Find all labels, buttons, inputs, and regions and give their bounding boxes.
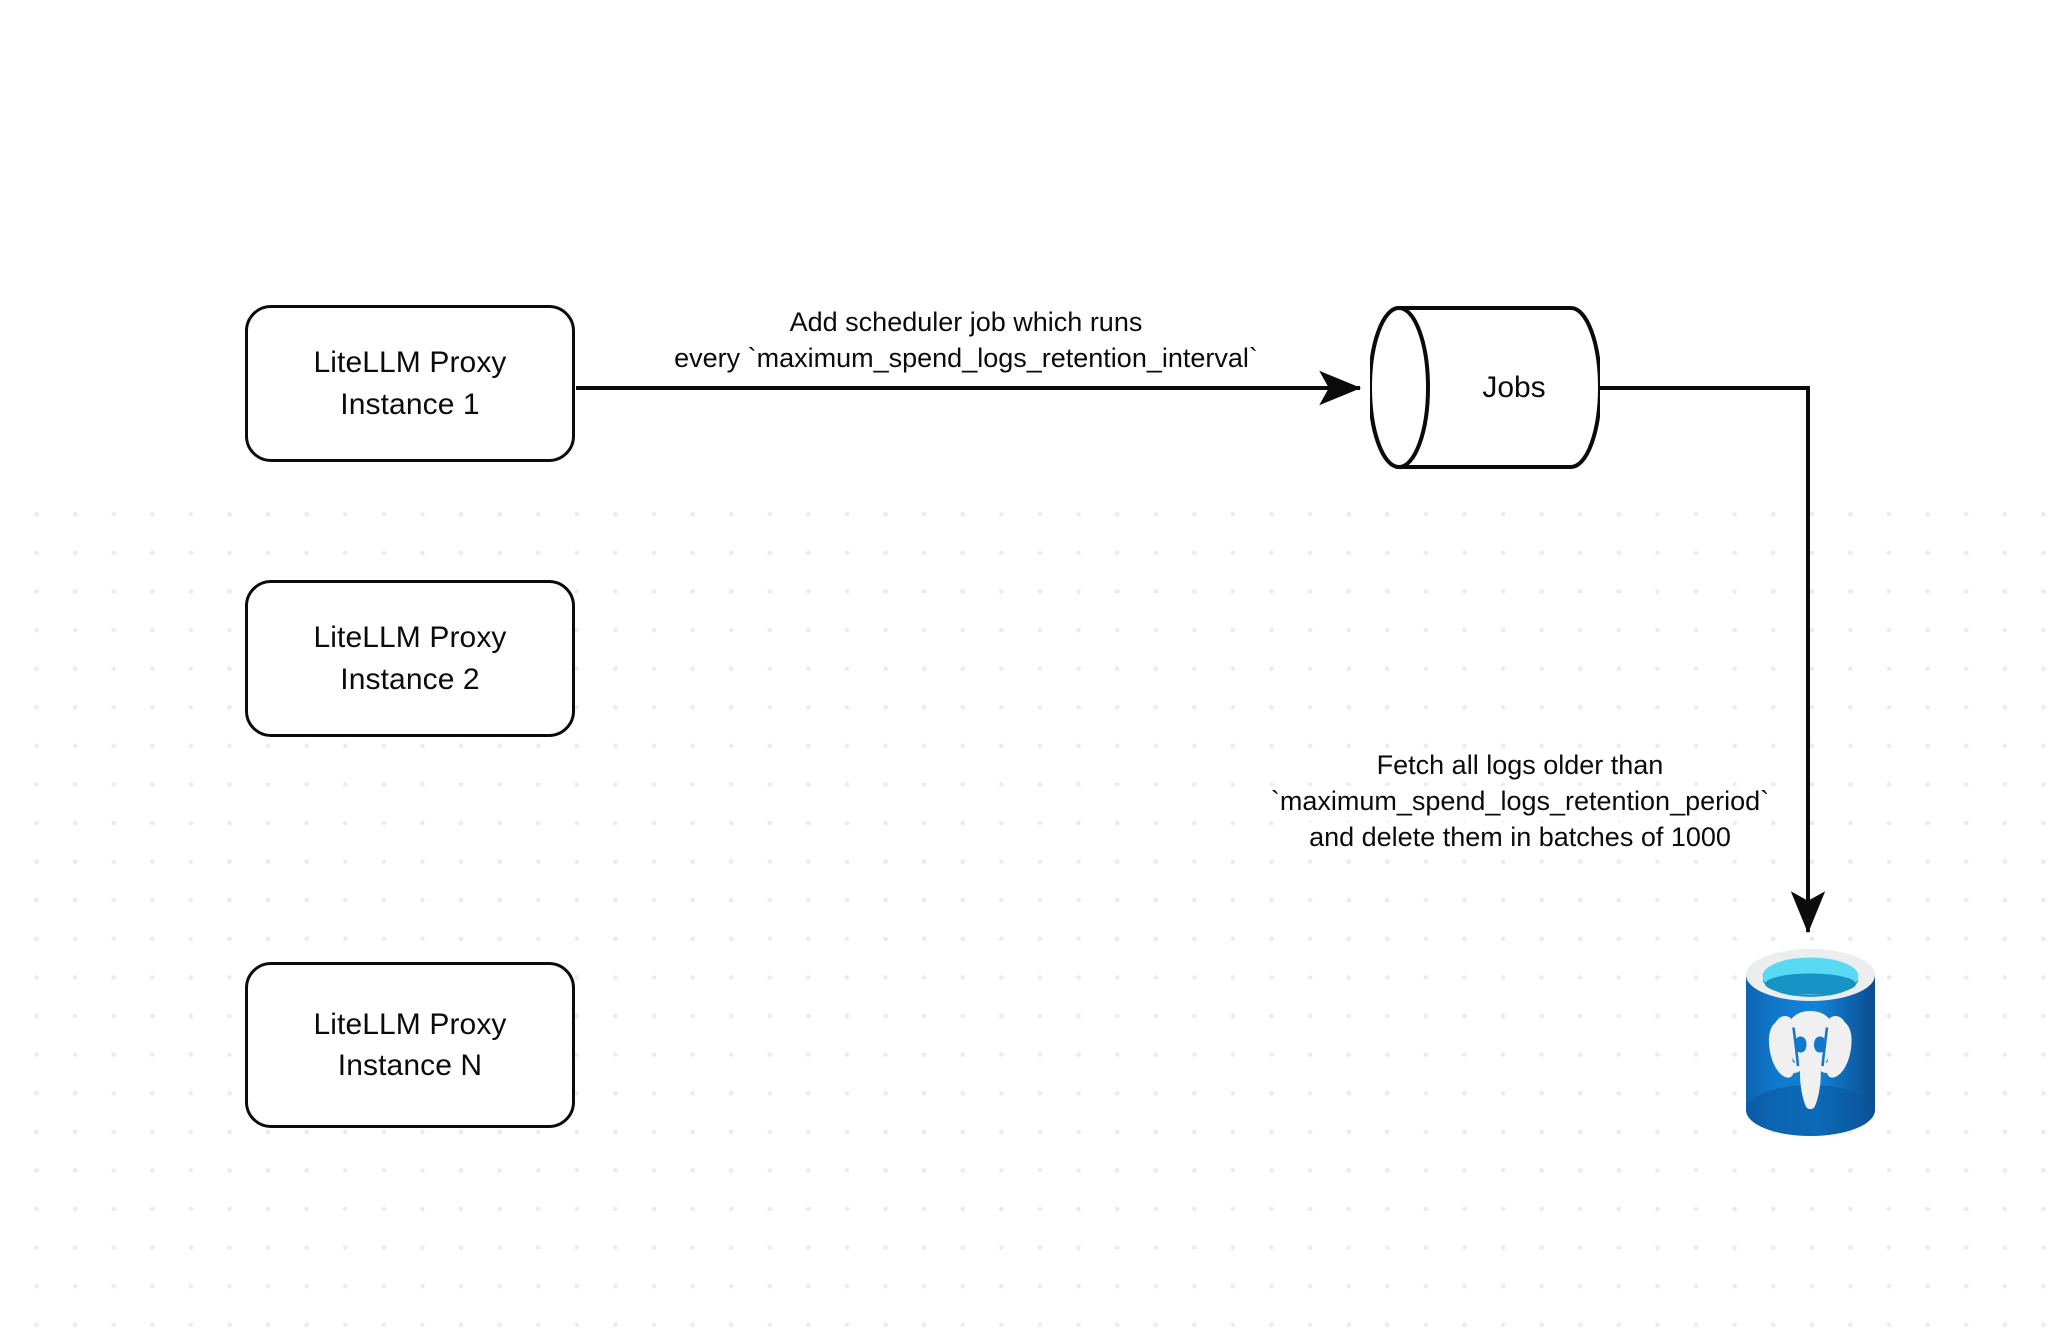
node-litellm-proxy-instance-n[interactable]: LiteLLM Proxy Instance N bbox=[245, 962, 575, 1128]
node-litellm-proxy-instance-2[interactable]: LiteLLM Proxy Instance 2 bbox=[245, 580, 575, 737]
node-litellm-proxy-instance-1[interactable]: LiteLLM Proxy Instance 1 bbox=[245, 305, 575, 462]
edge-label-scheduler: Add scheduler job which runs every `maxi… bbox=[596, 305, 1336, 377]
node-label-line-2: Instance 2 bbox=[340, 662, 480, 696]
node-postgres-database[interactable] bbox=[1744, 948, 1877, 1138]
edge-label-line-1: Fetch all logs older than bbox=[1374, 750, 1666, 780]
postgres-elephant-eyes bbox=[1794, 1036, 1826, 1053]
edge-label-line-2: every `maximum_spend_logs_retention_inte… bbox=[672, 342, 1260, 373]
postgresql-database-icon bbox=[1746, 949, 1875, 1137]
edge-label-fetch-delete: Fetch all logs older than `maximum_spend… bbox=[1240, 748, 1800, 856]
node-label-line-1: LiteLLM Proxy bbox=[313, 621, 507, 655]
cylinder-horizontal-icon bbox=[1370, 306, 1600, 469]
edge-label-line-3: and delete them in batches of 1000 bbox=[1307, 821, 1733, 852]
node-jobs-queue[interactable]: Jobs bbox=[1370, 305, 1600, 470]
node-jobs-label: Jobs bbox=[1482, 370, 1546, 404]
edge-label-line-2: `maximum_spend_logs_retention_period` bbox=[1268, 785, 1772, 816]
node-label-line-2: Instance 1 bbox=[340, 387, 480, 421]
postgres-elephant-glyph bbox=[1768, 1011, 1852, 1110]
node-label-line-2: Instance N bbox=[337, 1049, 483, 1082]
node-label-line-1: LiteLLM Proxy bbox=[313, 1007, 507, 1041]
edge-fetch-delete-path bbox=[1600, 386, 1826, 934]
edge-label-line-1: Add scheduler job which runs bbox=[787, 307, 1145, 337]
postgres-elephant-outlines bbox=[1792, 1027, 1829, 1067]
node-label-line-1: LiteLLM Proxy bbox=[313, 346, 507, 380]
